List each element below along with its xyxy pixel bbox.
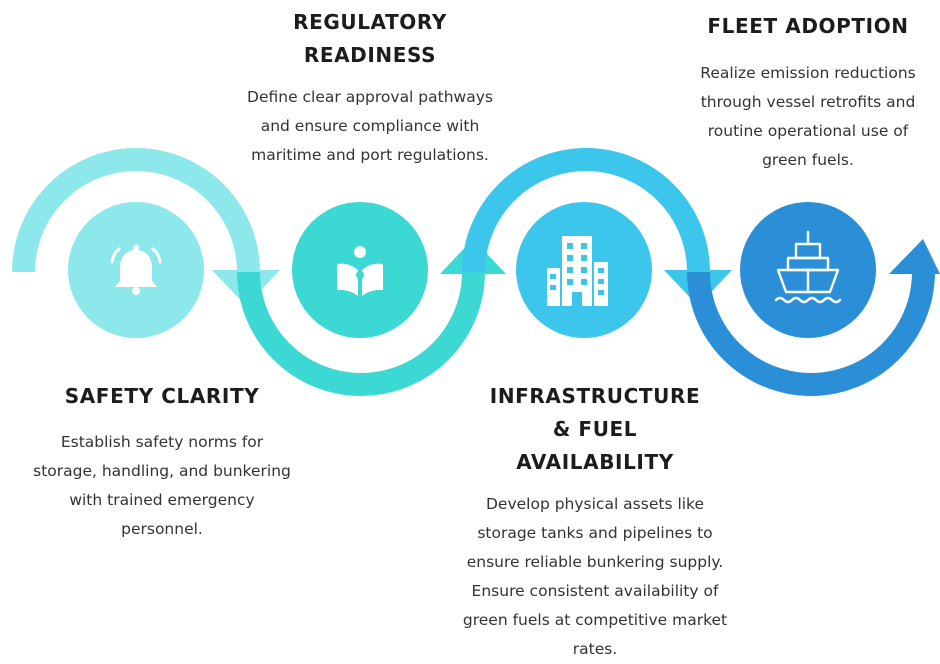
fleet-arc [687, 272, 935, 396]
step-regulatory: REGULATORY READINESS Define clear approv… [222, 6, 518, 170]
fleet-arrowhead [889, 239, 940, 274]
step-regulatory-title: REGULATORY READINESS [293, 10, 447, 67]
step-safety-description: Establish safety norms for storage, hand… [33, 433, 291, 538]
step-infrastructure-description: Develop physical assets like storage tan… [462, 495, 728, 658]
regulatory-arc [237, 272, 485, 396]
step-fleet-description: Realize emission reductions through vess… [700, 64, 916, 169]
step-safety: SAFETY CLARITY Establish safety norms fo… [14, 380, 310, 544]
buildings-icon [547, 236, 608, 306]
safety-arc [12, 148, 260, 272]
step-regulatory-description: Define clear approval pathways and ensur… [247, 88, 493, 164]
bell-icon [110, 245, 162, 295]
ship-icon [774, 230, 842, 304]
step-fleet-title: FLEET ADOPTION [707, 14, 909, 38]
regulatory-circle [292, 202, 428, 338]
reader-book-icon [337, 246, 383, 296]
step-infrastructure: INFRASTRUCTURE & FUEL AVAILABILITY Devel… [440, 380, 750, 664]
infrastructure-arc [462, 148, 710, 272]
step-fleet: FLEET ADOPTION Realize emission reductio… [680, 10, 936, 175]
step-infrastructure-title: INFRASTRUCTURE & FUEL AVAILABILITY [489, 384, 701, 474]
step-safety-title: SAFETY CLARITY [64, 384, 260, 408]
